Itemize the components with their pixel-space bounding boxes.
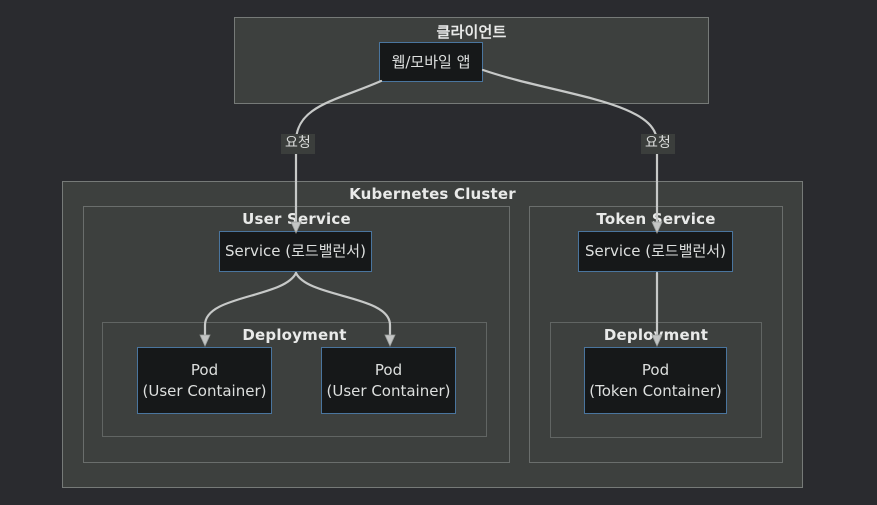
request-label-right: 요청 <box>641 134 675 154</box>
web-mobile-app-label: 웹/모바일 앱 <box>391 52 471 71</box>
user-service-loadbalancer-label: Service (로드밸런서) <box>225 242 366 260</box>
token-deployment-title: Deployment <box>603 326 709 344</box>
user-pod-2-line2: (User Container) <box>326 381 451 400</box>
web-mobile-app-node: 웹/모바일 앱 <box>379 42 483 82</box>
token-pod-node: Pod (Token Container) <box>584 347 727 414</box>
user-deployment-title: Deployment <box>242 326 347 344</box>
token-service-title: Token Service <box>596 210 716 228</box>
user-pod-1-line1: Pod <box>190 360 219 379</box>
user-pod-2-node: Pod (User Container) <box>321 347 456 414</box>
user-pod-1-node: Pod (User Container) <box>137 347 272 414</box>
request-label-left: 요청 <box>281 134 315 154</box>
user-pod-1-line2: (User Container) <box>142 381 267 400</box>
kubernetes-cluster-title: Kubernetes Cluster <box>349 185 516 203</box>
token-service-loadbalancer-node: Service (로드밸런서) <box>578 231 733 272</box>
token-service-loadbalancer-label: Service (로드밸런서) <box>585 242 726 260</box>
token-pod-line1: Pod <box>641 360 670 379</box>
user-service-title: User Service <box>242 210 351 228</box>
client-title: 클라이언트 <box>436 23 507 41</box>
user-service-loadbalancer-node: Service (로드밸런서) <box>219 231 372 272</box>
token-pod-line2: (Token Container) <box>589 381 722 400</box>
user-pod-2-line1: Pod <box>374 360 403 379</box>
